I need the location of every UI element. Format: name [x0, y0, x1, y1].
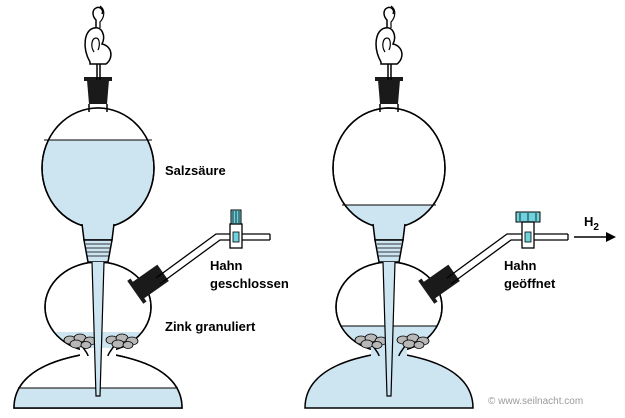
side-outlet	[418, 233, 569, 304]
ground-glass-joint	[83, 239, 113, 263]
tap-open-label-line1: Hahn	[504, 258, 537, 273]
kipp-apparatus-closed: Salzsäure Hahn geschlossen Zink granulie…	[13, 5, 289, 409]
acid-label: Salzsäure	[165, 163, 226, 178]
valve-open-icon[interactable]	[515, 211, 541, 249]
arrow-right-icon	[574, 232, 616, 242]
gas-formula-subscript: 2	[593, 222, 599, 233]
acid-reservoir-bulb	[41, 107, 155, 229]
tap-closed-label-line2: geschlossen	[210, 276, 289, 291]
gas-formula-main: H	[584, 214, 593, 229]
safety-tube-icon	[375, 5, 403, 80]
acid-reservoir-bulb	[332, 107, 446, 229]
valve-closed-icon[interactable]	[229, 209, 243, 249]
tap-open-label-line2: geöffnet	[504, 276, 556, 291]
safety-tube-icon	[84, 5, 112, 80]
tap-closed-label-line1: Hahn	[210, 258, 243, 273]
watermark: © www.seilnacht.com	[488, 396, 583, 407]
zinc-label: Zink granuliert	[165, 319, 256, 334]
ground-glass-joint	[374, 239, 404, 263]
gas-formula: H2	[584, 214, 599, 233]
kipp-apparatus-open: H2 Hahn geöffnet	[304, 5, 616, 409]
side-outlet	[127, 233, 271, 304]
rubber-stopper-top	[375, 77, 403, 112]
rubber-stopper-top	[84, 77, 112, 112]
zinc-granules	[354, 333, 430, 349]
